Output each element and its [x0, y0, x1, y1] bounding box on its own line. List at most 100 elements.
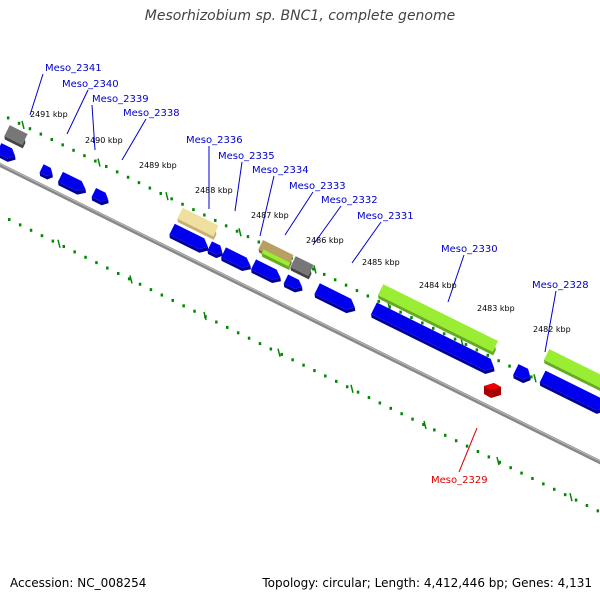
kbp-tick-label: 2485 kbp [362, 258, 400, 267]
upper-track-dot [94, 159, 97, 163]
lower-track-dot [585, 503, 589, 507]
kbp-major-tick [165, 191, 169, 201]
lower-track-dot [531, 476, 534, 480]
gene-block [251, 259, 281, 284]
gene-label[interactable]: Meso_2332 [321, 195, 378, 206]
lower-track-dot [29, 228, 33, 232]
upper-track-dot [530, 375, 533, 379]
label-leader-lines [29, 73, 557, 473]
gene-label-leader [351, 221, 382, 264]
lower-track-dot [367, 396, 371, 400]
gene-label[interactable]: Meso_2338 [123, 108, 180, 119]
lower-major-tick [129, 275, 133, 284]
red-gene-block [484, 383, 501, 398]
kbp-major-tick [238, 228, 242, 237]
lower-track-dot [247, 336, 251, 340]
gray-gene-block [4, 125, 28, 149]
lower-track-dot [302, 363, 305, 367]
gene-label[interactable]: Meso_2341 [45, 63, 102, 74]
gene-block [513, 364, 531, 384]
gene-label[interactable]: Meso_2330 [441, 244, 498, 255]
lower-track-dot [215, 320, 218, 324]
upper-track-dot [399, 310, 402, 314]
lower-track-dot [106, 266, 109, 270]
lower-track-dot [389, 406, 392, 410]
upper-track-dot [148, 186, 152, 190]
lower-track-dot [171, 298, 174, 302]
lower-track-dot [84, 255, 87, 259]
lower-track-dot [18, 223, 22, 227]
upper-track-dot [312, 267, 315, 271]
gene-block [539, 370, 600, 414]
lower-track-dot [269, 347, 273, 351]
khaki-feature-block [177, 207, 219, 240]
upper-track-dot [475, 348, 479, 352]
gene-block [169, 223, 209, 253]
lower-track-dot [509, 466, 512, 470]
upper-track-dot [83, 154, 86, 158]
kbp-tick-label: 2483 kbp [477, 304, 515, 313]
lower-track-dot [487, 455, 491, 459]
upper-track-dot [28, 127, 32, 131]
gene-label-leader [66, 89, 89, 135]
lower-major-tick [350, 384, 354, 393]
gene-label[interactable]: Meso_2334 [252, 165, 309, 176]
lower-track-dot [411, 417, 414, 421]
gene-label-leader [91, 104, 96, 151]
lower-major-tick [569, 493, 573, 502]
kbp-tick-label: 2487 kbp [251, 211, 289, 220]
kbp-major-tick [533, 374, 537, 383]
green-feature-block [543, 349, 600, 395]
kbp-tick-label: 2482 kbp [533, 325, 571, 334]
gene-label[interactable]: Meso_2328 [532, 280, 589, 291]
gene-block [221, 247, 251, 272]
gene-label-leader [29, 73, 44, 116]
lower-track-dot [454, 439, 458, 443]
feature-layer [0, 125, 600, 414]
lower-dotted-track [8, 218, 600, 513]
kbp-tick-label: 2490 kbp [85, 136, 123, 145]
gene-label-leader [259, 175, 275, 237]
upper-track-dot [246, 235, 250, 239]
lower-track-dot [182, 304, 185, 308]
gray-gene-block [290, 256, 314, 280]
gene-block [283, 274, 303, 293]
lower-track-dot [138, 282, 142, 286]
lower-track-dot [324, 374, 327, 378]
gene-label[interactable]: Meso_2336 [186, 135, 243, 146]
upper-track-dot [39, 132, 43, 136]
upper-track-dot [355, 289, 359, 293]
gene-block [207, 241, 223, 259]
gene-block [91, 187, 109, 206]
gene-label[interactable]: Meso_2339 [92, 94, 149, 105]
gene-label-leader [234, 161, 243, 212]
kbp-major-tick [313, 265, 317, 274]
upper-track-dot [366, 294, 370, 298]
lower-track-dot [574, 498, 578, 502]
gene-block [371, 302, 495, 375]
lower-track-dot [73, 250, 76, 254]
upper-track-dot [453, 337, 457, 341]
kbp-major-tick [21, 120, 25, 130]
upper-track-dot [105, 164, 108, 168]
lower-track-dot [553, 487, 556, 491]
gene-label-leader [447, 254, 465, 303]
gene-label[interactable]: Meso_2331 [357, 211, 414, 222]
upper-track-dot [192, 208, 195, 212]
lower-track-dot [433, 428, 436, 432]
gene-block [58, 171, 87, 195]
kbp-tick-label: 2489 kbp [139, 161, 177, 170]
lower-track-dot [356, 390, 360, 394]
lower-track-dot [563, 493, 567, 497]
lower-track-dot [345, 385, 349, 389]
gene-label[interactable]: Meso_2333 [289, 181, 346, 192]
gene-label[interactable]: Meso_2335 [218, 151, 275, 162]
upper-track-dot [497, 359, 500, 363]
gene-label[interactable]: Meso_2329 [431, 475, 488, 486]
lower-track-dot [465, 444, 469, 448]
gene-label[interactable]: Meso_2340 [62, 79, 119, 90]
kbp-tick-label: 2484 kbp [419, 281, 457, 290]
lower-track-dot [378, 401, 382, 405]
